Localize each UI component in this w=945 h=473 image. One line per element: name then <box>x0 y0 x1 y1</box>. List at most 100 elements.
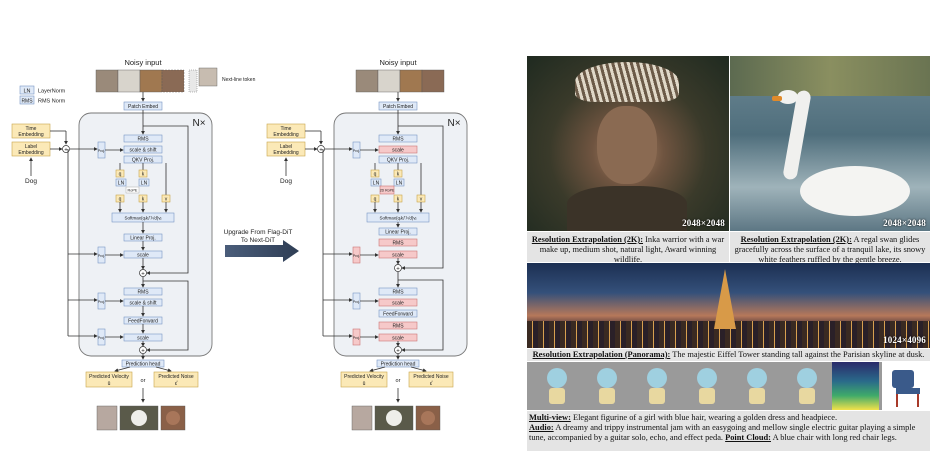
svg-text:scale: scale <box>137 336 149 342</box>
multiview-figure-2 <box>589 366 625 406</box>
swan-image: 2048×2048 <box>730 56 930 231</box>
svg-text:LN: LN <box>373 181 380 187</box>
audio-spectrogram <box>832 362 879 410</box>
feedforward-block-2 <box>378 309 418 318</box>
svg-text:Linear Proj.: Linear Proj. <box>385 230 411 236</box>
prediction-head-block <box>121 359 165 368</box>
svg-text:Linear Proj.: Linear Proj. <box>130 236 156 242</box>
legend: LN LayerNorm RMS RMS Norm <box>19 85 66 105</box>
svg-text:+: + <box>319 148 323 154</box>
svg-text:Predicted Velocity: Predicted Velocity <box>89 374 129 380</box>
eiffel-resolution: 1024×4096 <box>883 335 926 345</box>
swan-resolution: 2048×2048 <box>883 218 926 228</box>
k-block-2 <box>393 169 403 178</box>
rms-block-2-2 <box>378 238 418 247</box>
svg-text:QKV Proj.: QKV Proj. <box>132 158 154 164</box>
scale-block-2-3 <box>378 298 418 307</box>
svg-text:scale: scale <box>392 301 404 307</box>
svg-text:Embedding: Embedding <box>18 132 44 138</box>
input-thumb-4 <box>161 69 185 93</box>
svg-text:Label: Label <box>25 144 37 150</box>
input-thumb-2 <box>117 69 141 93</box>
svg-text:RMS: RMS <box>392 324 404 330</box>
svg-text:Predicted Noise: Predicted Noise <box>413 374 449 380</box>
svg-text:RoPE: RoPE <box>128 189 138 193</box>
dog-label-2: Dog <box>280 178 292 185</box>
svg-text:k: k <box>142 197 145 203</box>
svg-text:Prediction head: Prediction head <box>381 362 416 368</box>
svg-text:q: q <box>119 172 122 178</box>
svg-text:Patch Embed: Patch Embed <box>383 104 413 110</box>
svg-text:Embedding: Embedding <box>18 150 44 156</box>
predicted-velocity-block <box>85 371 133 388</box>
svg-text:Prediction head: Prediction head <box>126 362 161 368</box>
svg-text:scale: scale <box>392 336 404 342</box>
multiview-figure-6 <box>789 366 825 406</box>
svg-text:+: + <box>396 349 400 355</box>
rms-block-2-4 <box>378 321 418 330</box>
svg-text:Label: Label <box>280 144 292 150</box>
svg-text:RMS: RMS <box>392 137 404 143</box>
noisy-input-label: Noisy input <box>124 58 162 67</box>
k-block <box>138 169 148 178</box>
warrior-image: 2048×2048 <box>527 56 729 231</box>
caption-multimodal: Multi-view: Elegant figurine of a girl w… <box>527 411 930 451</box>
next-dit-diagram: Noisy input Patch Embed N× Time Embeddin… <box>266 58 468 431</box>
noisy-input-label-2: Noisy input <box>379 58 417 67</box>
svg-text:LN: LN <box>118 181 125 187</box>
rms-block-2 <box>123 287 163 296</box>
rope-2d-block <box>379 185 395 195</box>
nx-label-2: N× <box>447 118 460 129</box>
svg-text:v: v <box>165 197 168 203</box>
predicted-velocity-block-2 <box>340 371 388 388</box>
svg-text:or: or <box>141 378 146 384</box>
svg-text:RMS: RMS <box>137 290 149 296</box>
q-block <box>115 169 125 178</box>
svg-text:RMS: RMS <box>137 137 149 143</box>
scale-block-2-1 <box>378 145 418 154</box>
svg-text:+: + <box>396 267 400 273</box>
svg-text:Softmax(qᵢkⱼᵀ/√d)vⱼ: Softmax(qᵢkⱼᵀ/√d)vⱼ <box>125 216 162 221</box>
dog-label: Dog <box>25 178 37 185</box>
rms-block-2-1 <box>378 134 418 143</box>
svg-text:q: q <box>374 197 377 203</box>
svg-text:RMS: RMS <box>392 241 404 247</box>
svg-text:+: + <box>141 272 145 278</box>
linear-proj-block-2 <box>378 227 418 236</box>
prediction-head-block-2 <box>376 359 420 368</box>
warrior-resolution: 2048×2048 <box>682 218 725 228</box>
svg-text:Upgrade From Flag-DiT: Upgrade From Flag-DiT <box>224 229 293 236</box>
svg-text:+: + <box>64 148 68 154</box>
svg-text:FeedForward: FeedForward <box>383 312 413 318</box>
svg-text:scale: scale <box>392 148 404 154</box>
svg-text:q: q <box>374 172 377 178</box>
input-thumb-3 <box>139 69 163 93</box>
caption-swan: Resolution Extrapolation (2K): A regal s… <box>730 232 930 264</box>
multiview-figure-4 <box>689 366 725 406</box>
svg-text:ε̂: ε̂ <box>430 381 433 387</box>
q-block-2 <box>370 169 380 178</box>
svg-text:Proj.: Proj. <box>353 336 360 340</box>
rms-block-1 <box>123 134 163 143</box>
input-thumb-2-2 <box>377 69 401 93</box>
predicted-noise-block-2 <box>408 371 454 388</box>
input-thumb-2-4 <box>421 69 445 93</box>
next-line-token-box <box>188 69 198 93</box>
caption-warrior: Resolution Extrapolation (2K): Inka warr… <box>527 232 729 264</box>
caption-eiffel: Resolution Extrapolation (Panorama): The… <box>527 349 930 361</box>
svg-text:k: k <box>142 172 145 178</box>
scale-shift-block-1 <box>123 145 163 154</box>
input-thumb-2-3 <box>399 69 423 93</box>
ln-k-block <box>138 178 150 187</box>
svg-text:Time: Time <box>26 126 37 132</box>
svg-text:scale & shift: scale & shift <box>130 148 158 154</box>
multiview-figure-5 <box>739 366 775 406</box>
svg-text:scale: scale <box>392 253 404 259</box>
svg-text:LayerNorm: LayerNorm <box>38 89 66 95</box>
ln-q-block <box>115 178 127 187</box>
svg-text:+: + <box>141 349 145 355</box>
next-line-token-thumb <box>198 67 218 87</box>
svg-text:FeedForward: FeedForward <box>128 319 158 325</box>
rms-block-2-3 <box>378 287 418 296</box>
multimodal-strip <box>527 362 930 410</box>
